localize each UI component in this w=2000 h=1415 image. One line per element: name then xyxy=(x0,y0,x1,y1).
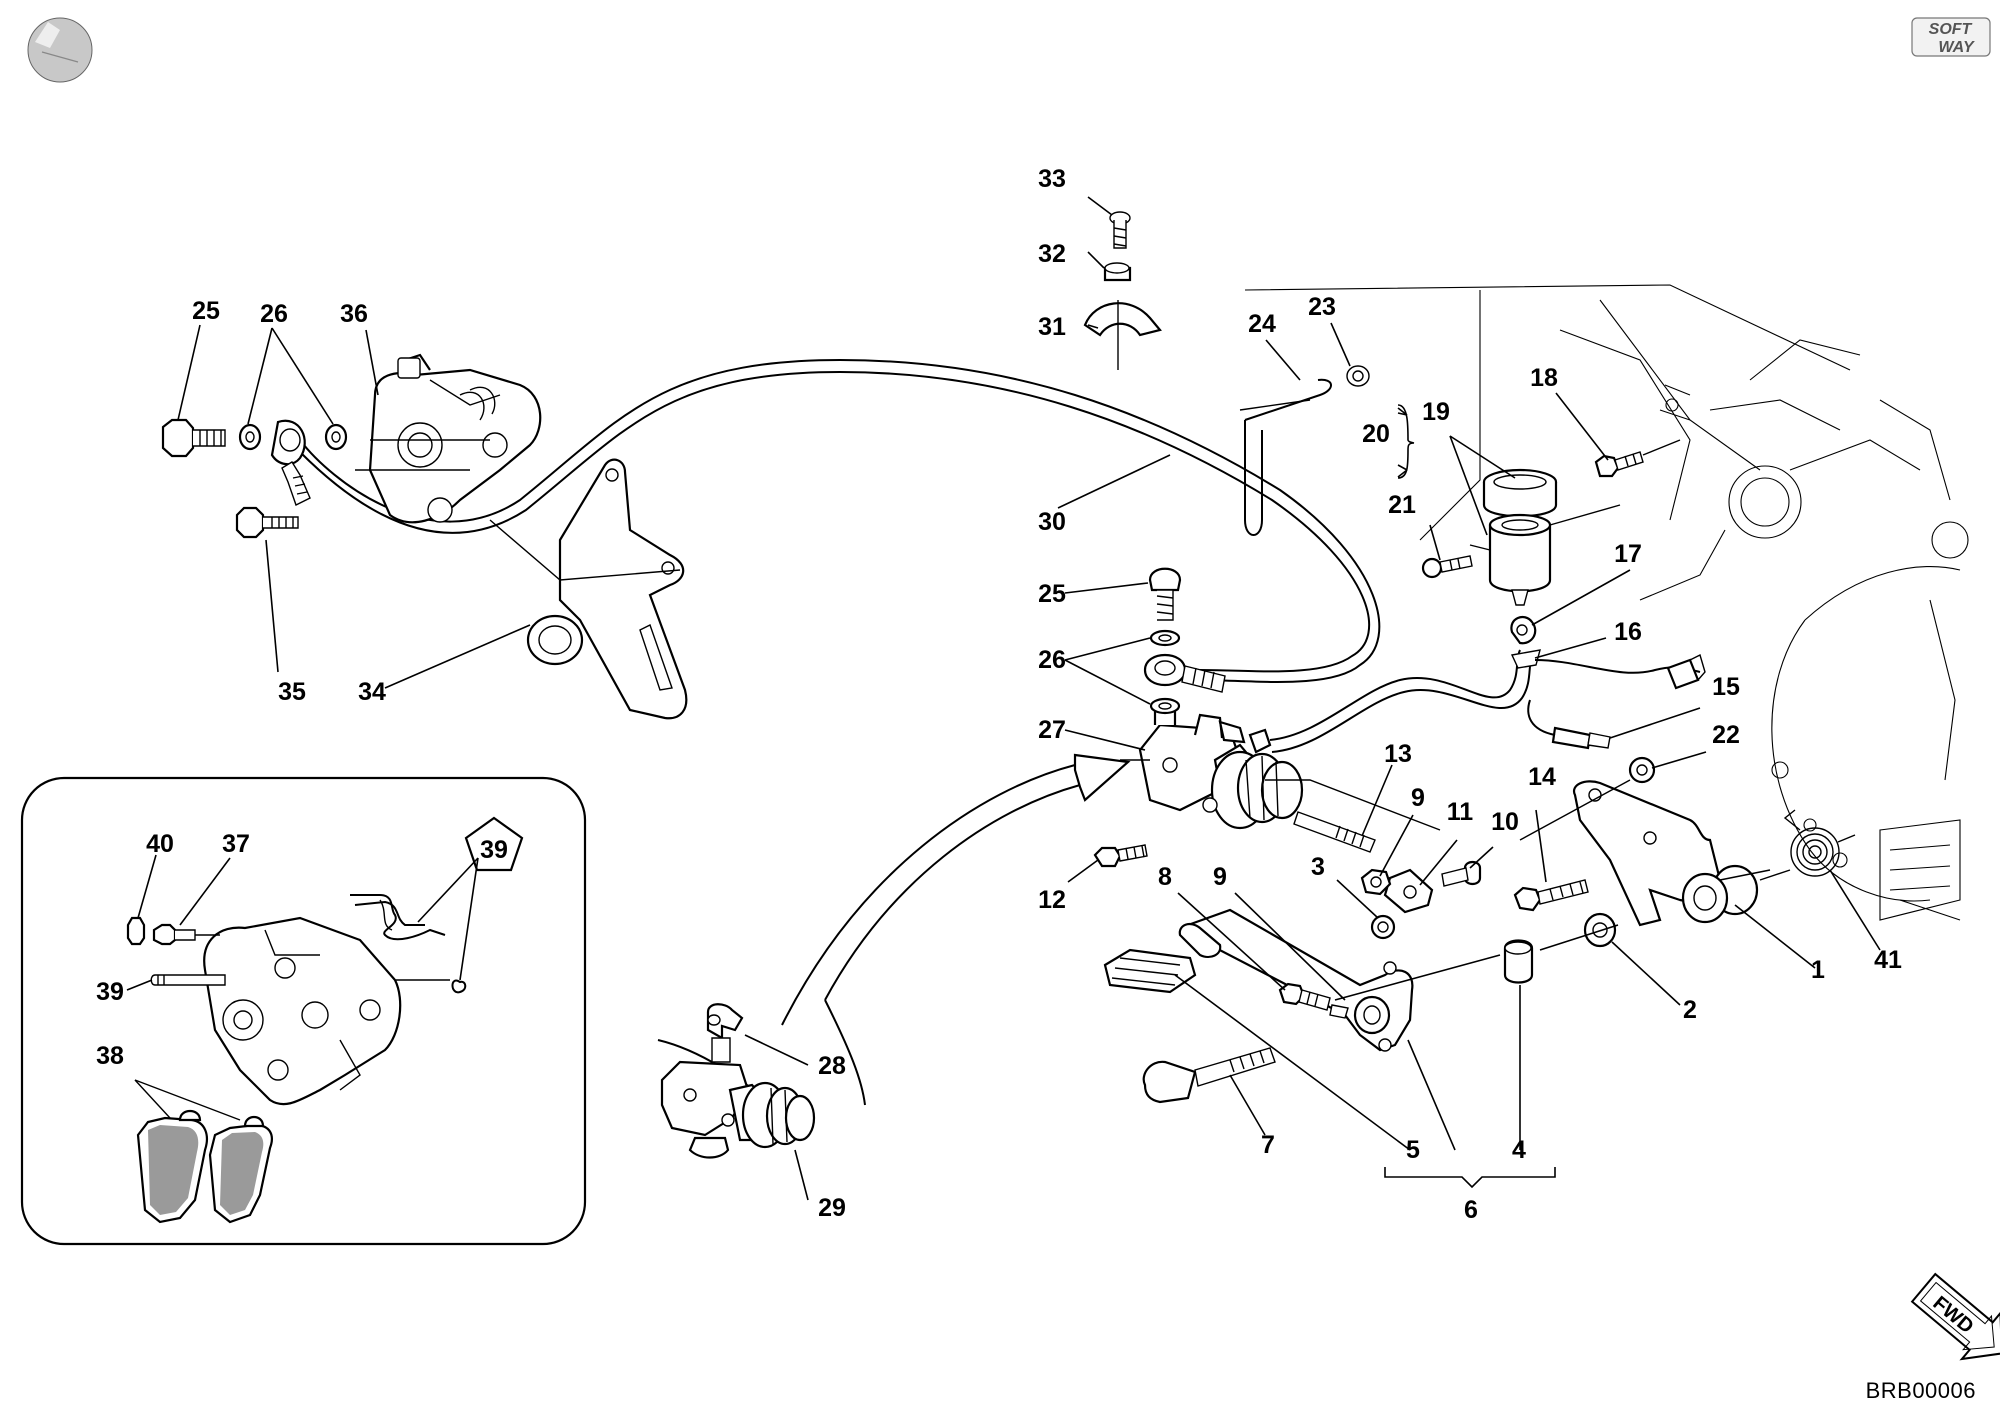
copper-washer-26-left-a xyxy=(238,423,262,451)
callout-9b: 9 xyxy=(1411,784,1425,812)
callout-24: 24 xyxy=(1248,310,1276,338)
callout-26b: 26 xyxy=(1038,646,1066,674)
callout-9a: 9 xyxy=(1213,863,1227,891)
bushing-4 xyxy=(1503,939,1534,984)
callout-1: 1 xyxy=(1811,956,1825,984)
callout-33: 33 xyxy=(1038,165,1066,193)
callout-37: 37 xyxy=(222,830,250,858)
pedal-pin-7 xyxy=(1142,1047,1276,1104)
softway-brand-logo: SOFT WAY xyxy=(1911,17,1991,57)
hose-guide-24 xyxy=(1239,378,1332,536)
callout-11: 11 xyxy=(1447,798,1474,826)
fluid-reservoir-19 xyxy=(1469,468,1621,606)
callout-32: 32 xyxy=(1038,240,1066,268)
callout-39a: 39 xyxy=(96,978,124,1006)
copper-washer-26-left-b xyxy=(324,423,348,451)
callout-23: 23 xyxy=(1308,293,1336,321)
screw-21 xyxy=(1421,555,1473,579)
callout-40: 40 xyxy=(146,830,174,858)
washer-32 xyxy=(1103,262,1132,282)
callout-25b: 25 xyxy=(1038,580,1066,608)
callout-30: 30 xyxy=(1038,508,1066,536)
callout-41-label: 41 xyxy=(1874,946,1902,974)
bolt-35 xyxy=(235,506,299,539)
callout-29: 29 xyxy=(818,1194,846,1222)
callout-15: 15 xyxy=(1712,673,1740,701)
callout-18: 18 xyxy=(1530,364,1558,392)
callout-12: 12 xyxy=(1038,886,1066,914)
master-cylinder-27 xyxy=(1120,703,1304,830)
callout-31: 31 xyxy=(1038,313,1066,341)
callout-19: 19 xyxy=(1422,398,1450,426)
leader-lines xyxy=(126,196,1881,1201)
master-cylinder-29 xyxy=(660,1060,816,1159)
screw-33 xyxy=(1109,211,1131,249)
corner-logo-icon xyxy=(27,17,93,83)
callout-25a: 25 xyxy=(192,297,220,325)
nut-23 xyxy=(1346,365,1370,387)
banjo-bolt-25-left xyxy=(161,418,226,458)
banjo-bolt-25-master xyxy=(1148,567,1182,621)
banjo-fitting-master xyxy=(1143,654,1226,693)
callout-17: 17 xyxy=(1614,540,1642,568)
footrest-bracket-1 xyxy=(1519,779,1759,927)
callout-10: 10 xyxy=(1491,808,1519,836)
hose-clamp-31 xyxy=(1083,300,1162,370)
circlip-3 xyxy=(1370,914,1396,940)
pedal-rubber-5 xyxy=(1103,948,1197,994)
callout-16: 16 xyxy=(1614,618,1642,646)
callout-7: 7 xyxy=(1261,1131,1275,1159)
brake-pedal-lever xyxy=(1178,908,1414,1052)
bolt-14 xyxy=(1513,879,1589,912)
callout-6: 6 xyxy=(1464,1196,1478,1224)
callout-26a: 26 xyxy=(260,300,288,328)
callout-3: 3 xyxy=(1311,853,1325,881)
callout-36: 36 xyxy=(340,300,368,328)
callout-20: 20 xyxy=(1362,420,1390,448)
screw-18 xyxy=(1594,439,1681,478)
clevis-11 xyxy=(1383,868,1434,914)
callout-38: 38 xyxy=(96,1042,124,1070)
engine-frame-outline xyxy=(1244,284,1969,921)
brand-line-2: WAY xyxy=(1938,39,1975,56)
copper-washer-26-master-a xyxy=(1149,629,1181,647)
washer-22 xyxy=(1628,756,1656,784)
brake-hose-30 xyxy=(299,358,1381,683)
brake-caliper-36 xyxy=(355,353,542,524)
callout-4: 4 xyxy=(1512,1136,1526,1164)
callout-2: 2 xyxy=(1683,996,1697,1024)
bolt-12 xyxy=(1093,844,1148,868)
brand-line-1: SOFT xyxy=(1929,21,1973,38)
callout-8: 8 xyxy=(1158,863,1172,891)
callout-28: 28 xyxy=(818,1052,846,1080)
copper-washer-26-master-b xyxy=(1149,697,1181,715)
callout-13: 13 xyxy=(1384,740,1412,768)
brake-pad-kit-inset: 39 xyxy=(20,776,587,1246)
caliper-bracket-34 xyxy=(489,458,688,720)
callout-21: 21 xyxy=(1388,491,1416,519)
locknut-9a xyxy=(1360,868,1392,896)
callout-22: 22 xyxy=(1712,721,1740,749)
callout-35: 35 xyxy=(278,678,306,706)
elbow-fitting-28 xyxy=(706,1003,744,1063)
bolt-8 xyxy=(1278,982,1349,1019)
bracket-6 xyxy=(1384,1167,1556,1189)
drawing-code: BRB00006 xyxy=(1865,1378,1976,1403)
callout-5: 5 xyxy=(1406,1136,1420,1164)
clevis-pin-10 xyxy=(1441,860,1482,887)
callout-34: 34 xyxy=(358,678,386,706)
brake-light-switch-15 xyxy=(1527,653,1706,750)
pushrod-13 xyxy=(1265,779,1441,853)
kit-badge-label: 39 xyxy=(480,836,508,864)
forward-direction-icon: FWD xyxy=(1910,1272,2000,1361)
banjo-fitting-left xyxy=(270,419,311,506)
callout-27: 27 xyxy=(1038,716,1066,744)
return-spring-41 xyxy=(1759,809,1856,881)
callout-labels: 1 2 3 4 5 6 7 8 9 9 10 11 12 13 14 15 16… xyxy=(96,165,1825,1224)
callout-14: 14 xyxy=(1528,763,1556,791)
hose-clip-17 xyxy=(1510,615,1537,645)
